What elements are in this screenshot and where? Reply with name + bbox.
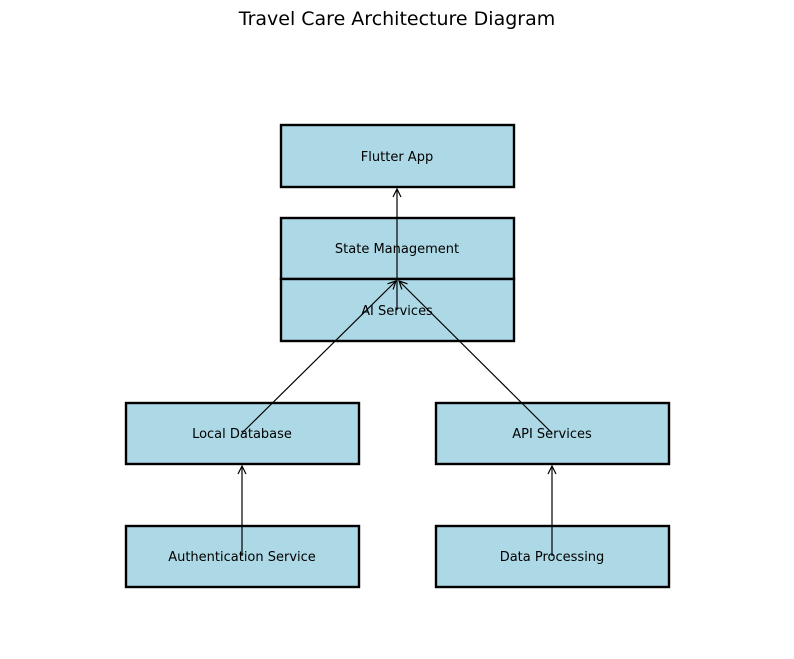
node-label: Authentication Service (168, 550, 316, 565)
node-label: Flutter App (361, 150, 433, 165)
node-local-database: Local Database (124, 401, 361, 466)
node-label: AI Services (361, 304, 433, 319)
node-api-services: API Services (434, 401, 671, 466)
node-label: Local Database (192, 427, 292, 442)
edge-api-to-ai (399, 281, 553, 434)
diagram-title: Travel Care Architecture Diagram (238, 8, 556, 30)
edge-localdb-to-ai (241, 281, 396, 434)
node-label: API Services (512, 427, 592, 442)
node-label: Data Processing (500, 550, 605, 565)
node-flutter-app: Flutter App (279, 123, 516, 189)
